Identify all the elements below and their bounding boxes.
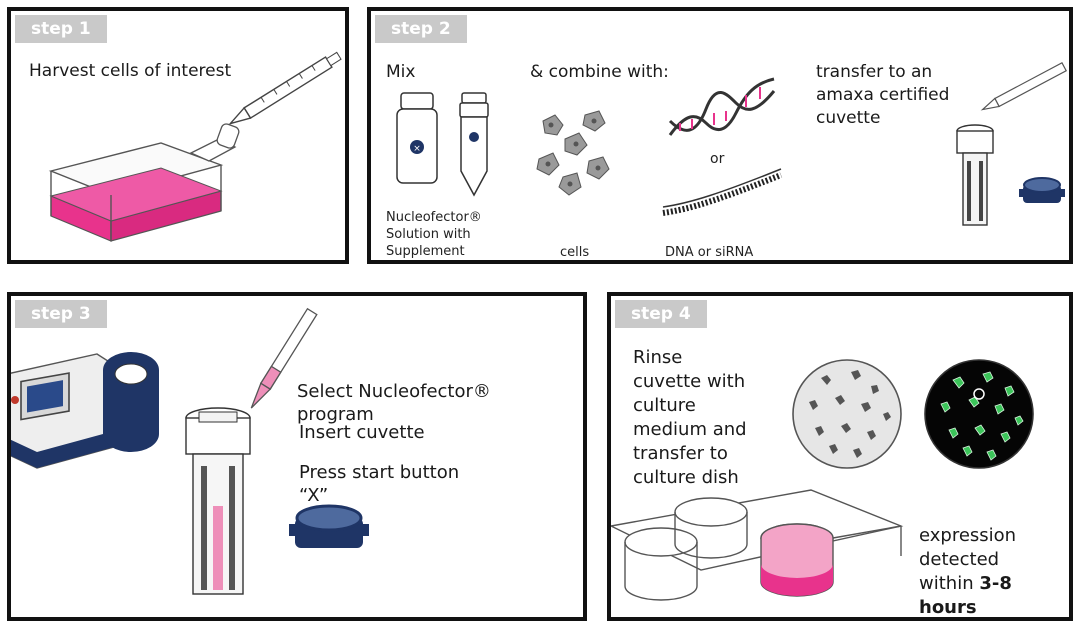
cuvette-icon xyxy=(956,124,994,226)
step2-solution-label: Nucleofector® Solution with Supplement xyxy=(386,210,482,259)
brightfield-cells-icon xyxy=(792,359,902,469)
nucleofector-device-icon xyxy=(11,352,159,469)
step2-cells-label: cells xyxy=(560,245,590,260)
step4-expression-text: expression detected within xyxy=(919,525,1017,594)
step4-panel: step 4 Rinse cuvette with culture medium… xyxy=(607,292,1073,621)
step1-tag: step 1 xyxy=(15,15,107,43)
dna-helix-icon xyxy=(668,77,776,136)
tube-icon xyxy=(459,92,489,197)
svg-text:×: × xyxy=(413,144,421,154)
step1-text: Harvest cells of interest xyxy=(29,61,232,81)
pipette-icon xyxy=(250,307,318,409)
culture-flask-icon xyxy=(48,123,240,242)
pipette-icon xyxy=(228,51,342,125)
step4-tag: step 4 xyxy=(615,300,707,328)
step2-transfer: transfer to an amaxa certified cuvette xyxy=(816,62,950,128)
step3-insert: Insert cuvette xyxy=(299,422,425,443)
well-plate-icon xyxy=(611,489,904,601)
sirna-icon xyxy=(662,168,783,216)
step2-panel: step 2 Mix & combine with: transfer to a… xyxy=(367,7,1073,264)
step2-mix: Mix xyxy=(386,62,416,82)
step4-expression-range: 3-8 xyxy=(979,573,1012,594)
step3-select-program: Select Nucleofector® program xyxy=(297,381,491,425)
cuvette-icon xyxy=(185,407,251,595)
step2-tag: step 2 xyxy=(375,15,467,43)
step2-combine: & combine with: xyxy=(530,62,669,82)
pipette-icon xyxy=(980,62,1068,111)
step3-tag: step 3 xyxy=(15,300,107,328)
cells-icon xyxy=(536,110,610,196)
step2-dna-label: DNA or siRNA xyxy=(665,245,754,260)
cap-icon xyxy=(1019,177,1065,203)
step4-rinse: Rinse cuvette with culture medium and tr… xyxy=(633,347,747,488)
fluorescent-cells-icon xyxy=(924,359,1034,469)
step4-expression-hours: hours xyxy=(919,597,977,618)
step2-or: or xyxy=(710,151,725,167)
bottle-icon: × xyxy=(396,92,438,184)
step4-expression: expression detected within 3-8 hours xyxy=(919,524,1017,618)
step3-press: Press start button “X” xyxy=(299,462,460,506)
step1-panel: step 1 Harvest cells of interest xyxy=(7,7,349,264)
start-button-icon[interactable] xyxy=(289,500,369,552)
step3-panel: step 3 Select Nucleofector® program Inse… xyxy=(7,292,587,621)
